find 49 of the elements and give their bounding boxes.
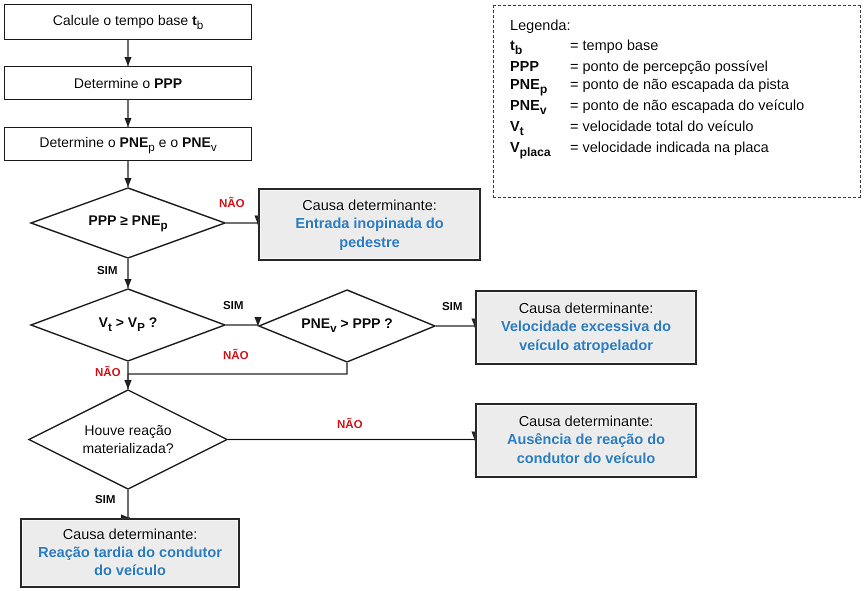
result-box [475, 290, 697, 365]
arrow [124, 362, 132, 389]
result-box [475, 403, 697, 478]
process-box: Calcule o tempo base t$_{b}$ [4, 4, 252, 40]
result-heading: Causa determinante: [518, 413, 654, 432]
arrow [124, 259, 132, 288]
legend-symbol: PNE$_{v}$ [510, 98, 548, 117]
result-cause: Entrada inopinada do pedestre [294, 215, 445, 252]
result-cause: Ausência de reação do condutor do veículo [506, 431, 666, 468]
legend-symbol: PNE$_{p}$ [510, 76, 548, 96]
edge-label: SIM [222, 300, 244, 312]
legend-symbol: V$_{t}$ [510, 118, 525, 138]
legend-symbol: V$_{placa}$ [510, 140, 552, 158]
edge-label: NÃO [94, 367, 122, 379]
decision-text: Houve reação materializada? [81, 422, 175, 457]
legend-symbol: PPP [510, 58, 540, 75]
legend-definition: = ponto de não escapada da pista [570, 76, 790, 95]
result-cause: Velocidade excessiva do veículo atropelador [500, 318, 672, 355]
edge-label: SIM [96, 265, 118, 277]
edge-label: SIM [441, 301, 464, 313]
legend-box [493, 5, 861, 198]
legend-title: Legenda: [510, 18, 572, 34]
decision-text: V$_{t}$ > V$_{P}$ ? [98, 314, 158, 336]
process-box: Determine o PPP [4, 66, 252, 100]
legend-symbol: t$_{b}$ [510, 38, 524, 57]
decision-diamond [28, 389, 228, 490]
legend-definition: = velocidade indicada na placa [570, 140, 770, 158]
legend-definition: = ponto de não escapada do veículo [570, 98, 806, 116]
arrow [124, 40, 132, 66]
legend-definition: = ponto de percepção possível [570, 58, 769, 75]
result-cause: Reação tardia do condutor do veículo [37, 544, 223, 580]
result-heading: Causa determinante: [302, 197, 437, 216]
arrow [226, 316, 262, 326]
legend-definition: = tempo base [570, 38, 660, 56]
edge-label: NÃO [336, 419, 364, 431]
decision-text: PNE$_{v}$ > PPP ? [301, 315, 393, 337]
result-heading: Causa determinante: [518, 300, 654, 318]
edge-label: NÃO [222, 350, 250, 362]
result-heading: Causa determinante: [62, 526, 198, 544]
legend-definition: = velocidade total do veículo [570, 118, 754, 137]
edge-label: SIM [94, 494, 116, 506]
arrow [124, 100, 132, 127]
process-box: Determine o PNE$_{p}$ e o PNE$_{v}$ [4, 127, 252, 161]
result-box [20, 518, 240, 588]
result-box [258, 188, 481, 261]
decision-diamond [258, 289, 436, 363]
decision-text: PPP ≥ PNE$_{p}$ [88, 212, 168, 234]
arrow [124, 161, 132, 187]
edge-label: NÃO [218, 198, 246, 210]
